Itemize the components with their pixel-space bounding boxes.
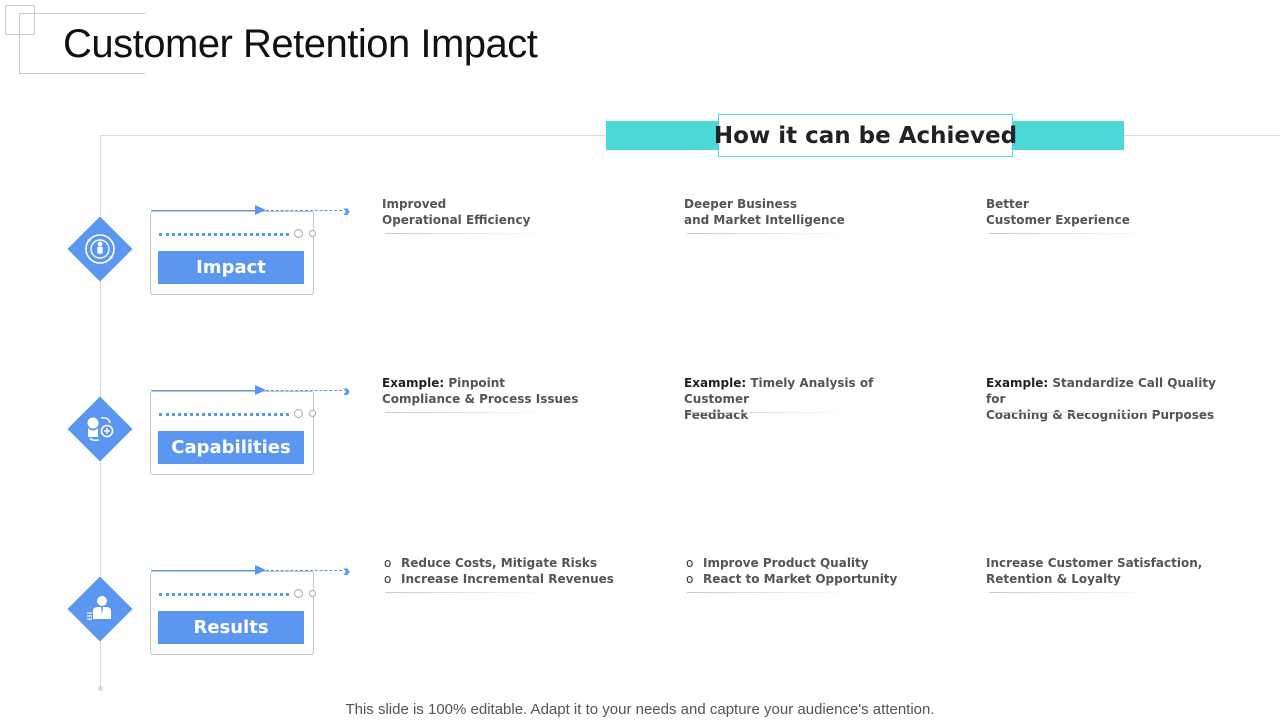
- banner-heading: How it can be Achieved: [714, 114, 1017, 157]
- page-title: Customer Retention Impact: [63, 22, 538, 66]
- capabilities-diamond: [67, 396, 133, 462]
- dashed-connector: [266, 210, 342, 211]
- results-cell-1: Reduce Costs, Mitigate Risks Increase In…: [382, 555, 632, 593]
- corner-bracket: [19, 13, 145, 74]
- ring-marker: [309, 410, 316, 417]
- double-chevron-icon: ››: [343, 381, 351, 400]
- arrow-head: [255, 565, 266, 575]
- bullet-item: Improve Product Quality: [684, 555, 934, 571]
- dashed-connector: [266, 570, 342, 571]
- footer-note: This slide is 100% editable. Adapt it to…: [345, 701, 935, 718]
- connector-end-dot: [98, 686, 103, 691]
- results-cell-3: Increase Customer Satisfaction,Retention…: [986, 555, 1236, 593]
- ring-marker: [294, 229, 303, 238]
- impact-label: Impact: [158, 251, 304, 284]
- arrow-line: [151, 390, 257, 391]
- arrow-head: [255, 205, 266, 215]
- double-chevron-icon: ››: [343, 201, 351, 220]
- target-user-icon: [85, 234, 115, 264]
- bullet-item: Reduce Costs, Mitigate Risks: [382, 555, 632, 571]
- double-chevron-icon: ››: [343, 561, 351, 580]
- dotted-divider: [159, 233, 289, 236]
- arrow-line: [151, 210, 257, 211]
- ring-marker: [294, 409, 303, 418]
- bullet-item: Increase Incremental Revenues: [382, 571, 632, 587]
- results-diamond: [67, 576, 133, 642]
- dashed-connector: [266, 390, 342, 391]
- arrow-line: [151, 570, 257, 571]
- results-label: Results: [158, 611, 304, 644]
- results-cell-2: Improve Product Quality React to Market …: [684, 555, 934, 593]
- capabilities-label: Capabilities: [158, 431, 304, 464]
- impact-card: Impact: [150, 211, 316, 295]
- ring-marker: [309, 590, 316, 597]
- ring-marker: [309, 230, 316, 237]
- ring-marker: [294, 589, 303, 598]
- bullet-item: React to Market Opportunity: [684, 571, 934, 587]
- businessman-icon: [87, 596, 111, 620]
- arrow-head: [255, 385, 266, 395]
- corner-decoration: [5, 5, 35, 35]
- dotted-divider: [159, 593, 289, 596]
- results-card: Results: [150, 571, 316, 655]
- impact-diamond: [67, 216, 133, 282]
- brain-exchange-icon: [87, 417, 114, 441]
- capabilities-card: Capabilities: [150, 391, 316, 475]
- dotted-divider: [159, 413, 289, 416]
